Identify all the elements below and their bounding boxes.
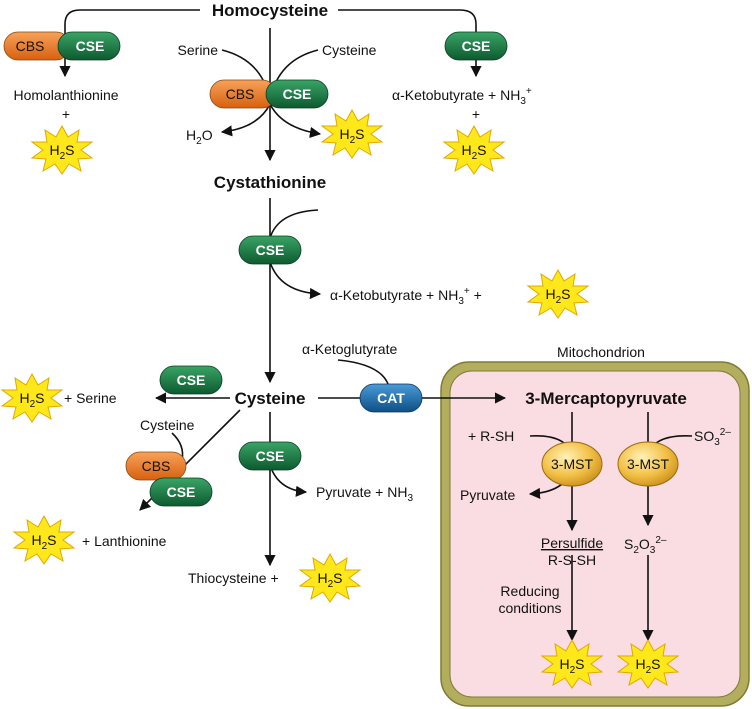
persulfide-label: Persulfide bbox=[541, 535, 603, 551]
rsh-label: + R-SH bbox=[468, 428, 514, 444]
cat-label: CAT bbox=[377, 390, 405, 406]
cysteine-label: Cysteine bbox=[235, 389, 306, 408]
ketobutyrate-label-2: α-Ketobutyrate + NH3+ + bbox=[330, 286, 482, 307]
cse-label: CSE bbox=[76, 38, 105, 54]
svg-text:H2S: H2S bbox=[49, 142, 74, 162]
cse-label: CSE bbox=[177, 372, 206, 388]
h2s-burst-5: H2S bbox=[1, 373, 63, 423]
plus-serine-label: + Serine bbox=[64, 390, 117, 406]
cse-label: CSE bbox=[167, 484, 196, 500]
svg-text:H2S: H2S bbox=[545, 286, 570, 306]
mst-enzyme-2: 3-MST bbox=[617, 441, 679, 487]
mitochondrion-compartment bbox=[440, 361, 750, 707]
h2s-burst-6: H2S bbox=[13, 515, 75, 565]
h2s-burst-8: H2S bbox=[541, 639, 603, 689]
water-label: H2O bbox=[186, 127, 213, 147]
cbs-label: CBS bbox=[142, 458, 171, 474]
sulfite-label: SO32– bbox=[694, 427, 731, 448]
mitochondrion-label: Mitochondrion bbox=[557, 344, 645, 360]
svg-text:H2S: H2S bbox=[635, 656, 660, 676]
svg-text:H2S: H2S bbox=[317, 570, 342, 590]
rssh-label: R-S-SH bbox=[548, 552, 596, 568]
pyruvate-nh3-label: Pyruvate + NH3 bbox=[316, 484, 413, 504]
h2s-burst-3: H2S bbox=[443, 125, 505, 175]
cse-enzyme-2: CSE bbox=[444, 31, 508, 61]
h2s-burst-1: H2S bbox=[31, 125, 93, 175]
cse-enzyme-7: CSE bbox=[238, 441, 302, 471]
h2s-burst-7: H2S bbox=[299, 553, 361, 603]
cbs-cse-enzyme-1: CBS CSE bbox=[3, 31, 121, 61]
h2s-burst-4: H2S bbox=[527, 269, 589, 319]
cbs-label: CBS bbox=[16, 38, 45, 54]
cbs-cse-enzyme-6: CBS CSE bbox=[125, 451, 213, 507]
cse-enzyme-4: CSE bbox=[238, 235, 302, 265]
svg-text:H2S: H2S bbox=[31, 532, 56, 552]
homolanthionine-label: Homolanthionine bbox=[13, 87, 118, 103]
pyruvate-label: Pyruvate bbox=[460, 487, 515, 503]
plus-sign: + bbox=[62, 106, 70, 122]
ketoglutarate-label: α-Ketoglutyrate bbox=[302, 341, 397, 357]
thiosulfate-label: S2O32– bbox=[624, 535, 667, 556]
reducing-label: Reducing bbox=[500, 583, 559, 599]
svg-text:H2S: H2S bbox=[461, 142, 486, 162]
h2s-burst-2: H2S bbox=[321, 109, 383, 159]
cse-enzyme-5: CSE bbox=[159, 365, 223, 395]
mercaptopyruvate-label: 3-Mercaptopyruvate bbox=[525, 389, 687, 408]
serine-label: Serine bbox=[178, 42, 219, 58]
cystathionine-label: Cystathionine bbox=[214, 173, 326, 192]
cse-label: CSE bbox=[283, 86, 312, 102]
cse-label: CSE bbox=[462, 38, 491, 54]
mst-enzyme-1: 3-MST bbox=[541, 441, 603, 487]
thiocysteine-label: Thiocysteine + bbox=[188, 570, 279, 586]
cbs-label: CBS bbox=[226, 86, 255, 102]
cat-enzyme: CAT bbox=[359, 383, 423, 413]
svg-text:H2S: H2S bbox=[559, 656, 584, 676]
conditions-label: conditions bbox=[498, 600, 561, 616]
plus-sign-2: + bbox=[472, 106, 480, 122]
svg-text:H2S: H2S bbox=[339, 126, 364, 146]
cbs-cse-enzyme-3: CBS CSE bbox=[209, 79, 329, 109]
ketobutyrate-label-1: α-Ketobutyrate + NH3+ bbox=[392, 86, 532, 107]
plus-lanthionine-label: + Lanthionine bbox=[82, 533, 167, 549]
cysteine-input-label: Cysteine bbox=[322, 42, 377, 58]
mst-label: 3-MST bbox=[551, 456, 593, 472]
cse-label: CSE bbox=[256, 242, 285, 258]
svg-text:H2S: H2S bbox=[19, 390, 44, 410]
cysteine-left-label: Cysteine bbox=[140, 417, 195, 433]
h2s-burst-9: H2S bbox=[617, 639, 679, 689]
homocysteine-label: Homocysteine bbox=[212, 1, 328, 20]
mst-label: 3-MST bbox=[627, 456, 669, 472]
cse-label: CSE bbox=[256, 448, 285, 464]
